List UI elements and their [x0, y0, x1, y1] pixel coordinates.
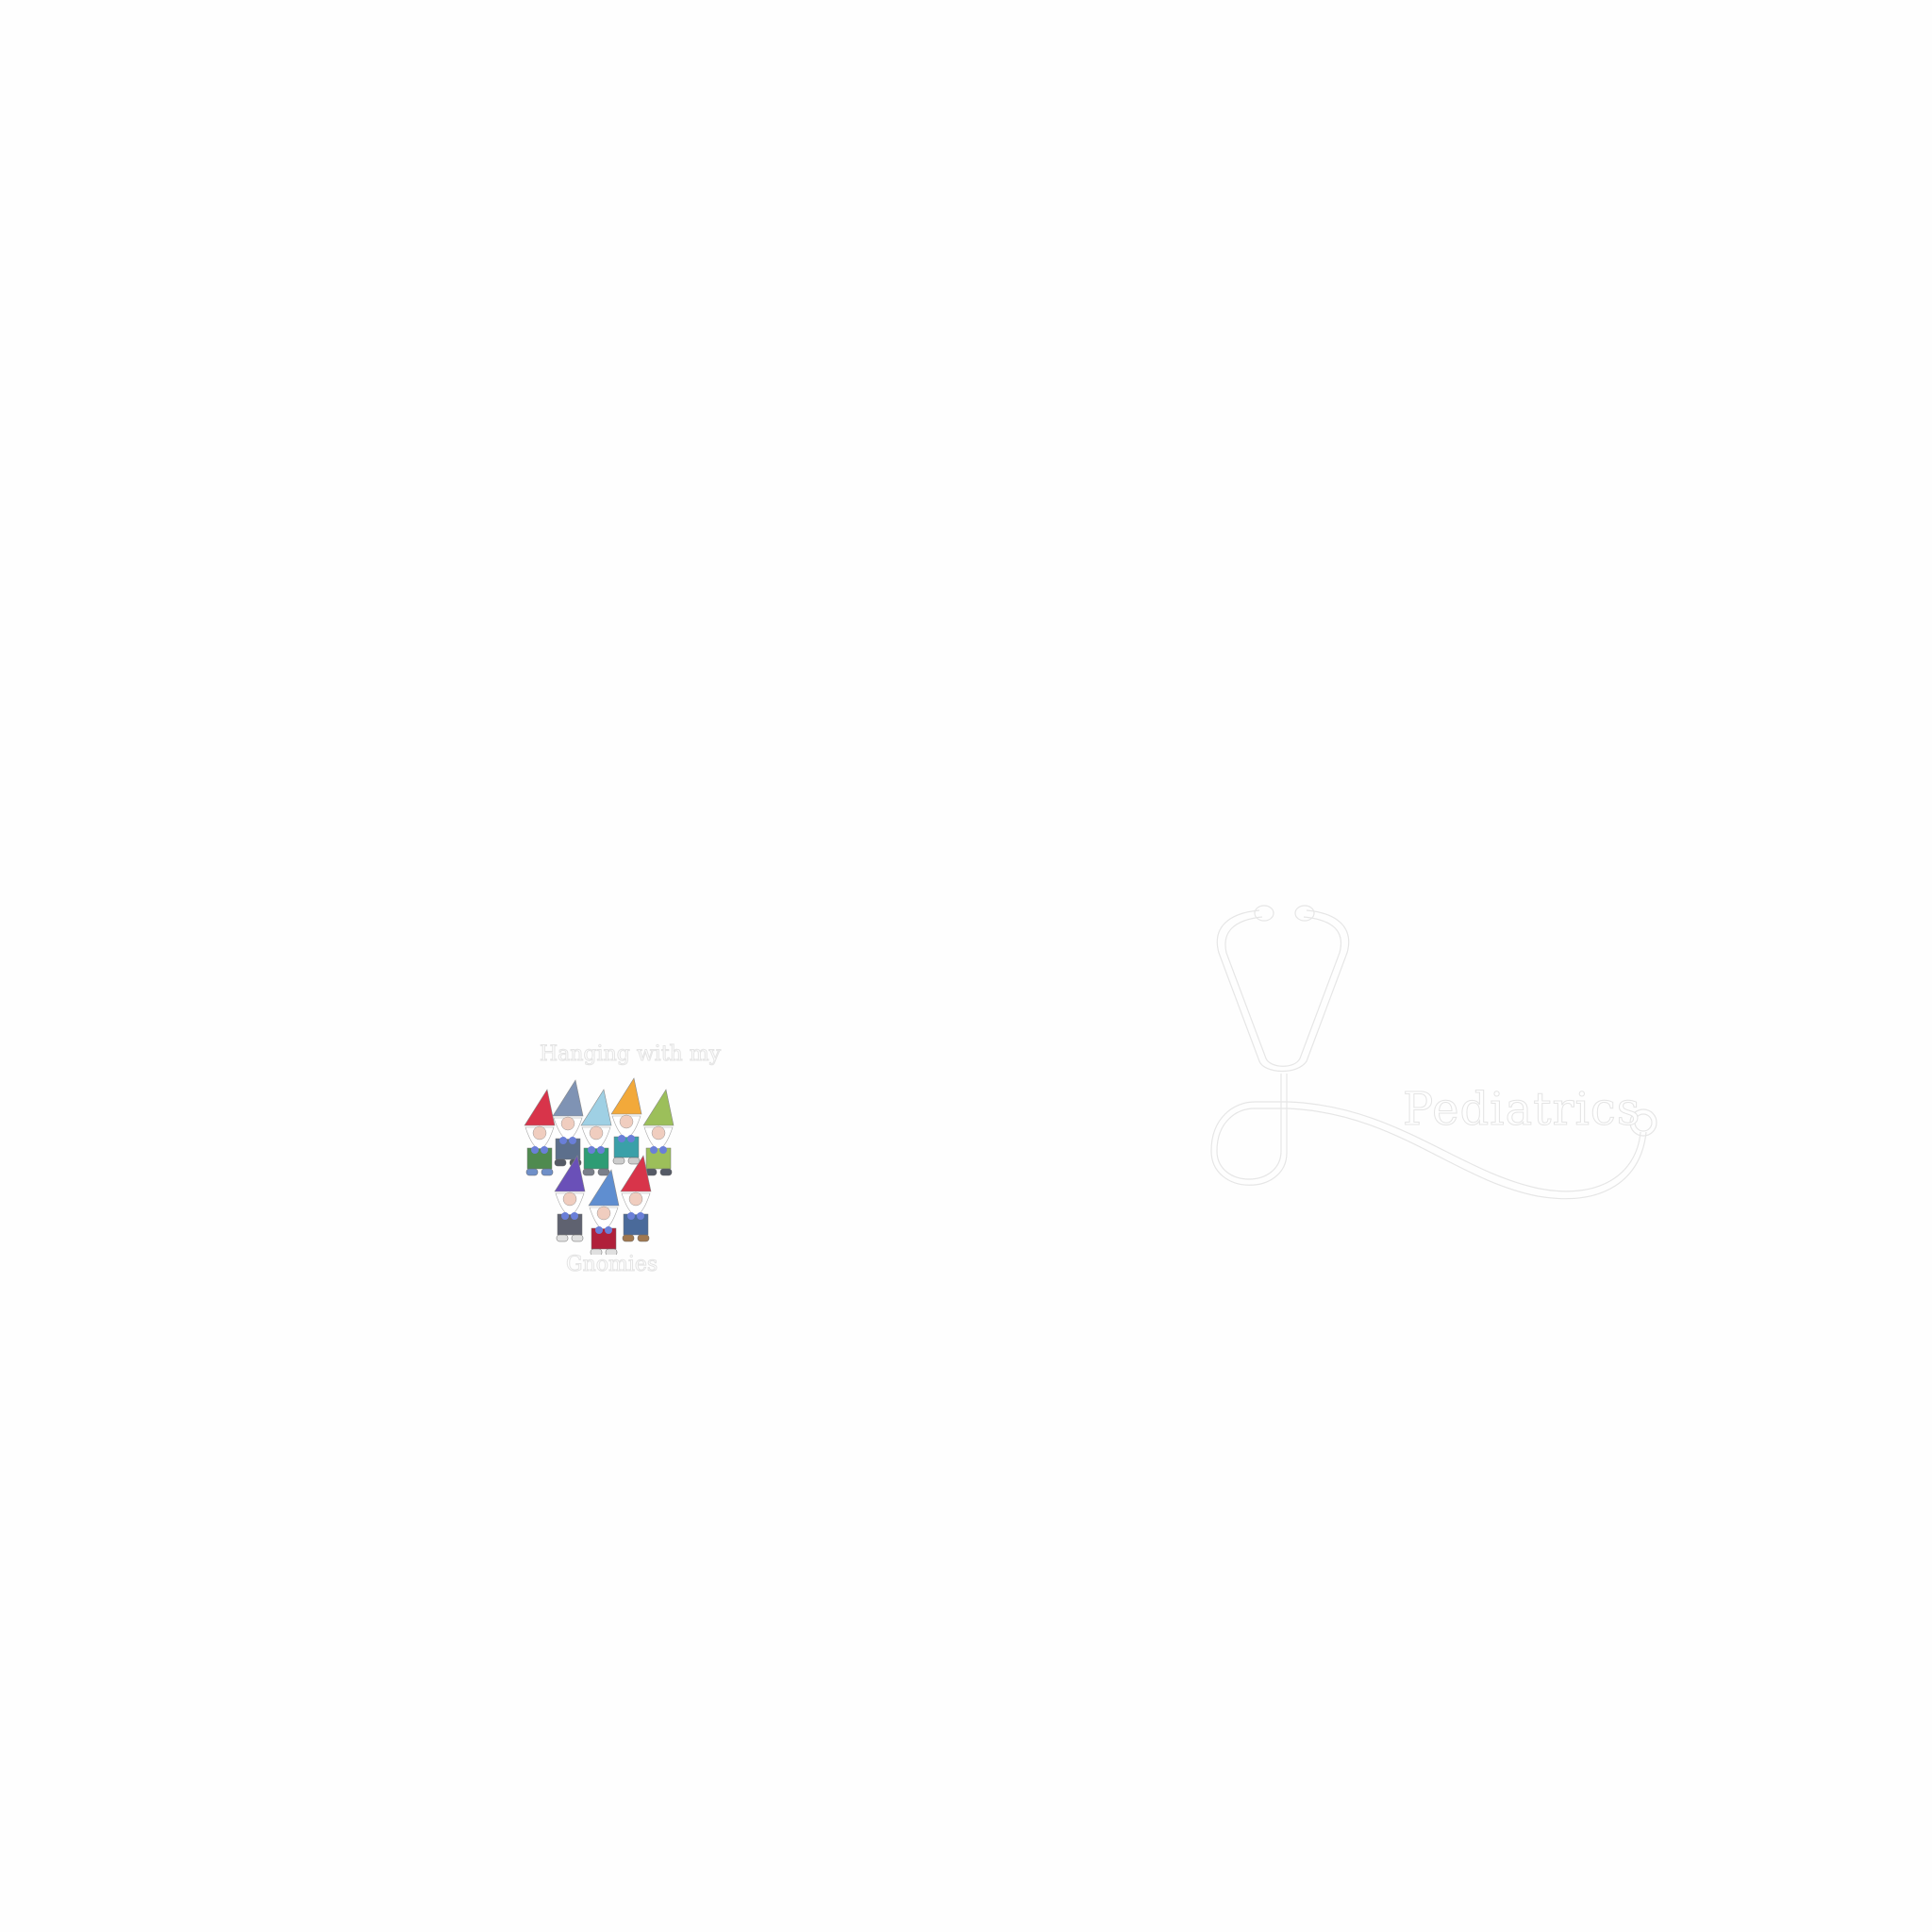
- gnome-figure: [554, 1155, 586, 1242]
- stethoscope-icon: [1210, 905, 1657, 1200]
- gnome-footer-text: Gnomies: [565, 1253, 658, 1277]
- gnome-figure: [524, 1089, 556, 1176]
- gnome-figure: [610, 1077, 642, 1165]
- gnomes-illustration: [524, 1077, 675, 1255]
- gnome-figure: [588, 1169, 620, 1255]
- gnome-figure: [580, 1089, 612, 1176]
- gnome-figure: [620, 1155, 652, 1242]
- pediatrics-label: Pediatrics: [1402, 1083, 1641, 1137]
- gnome-figure: [552, 1079, 584, 1167]
- gnome-figure: [642, 1089, 675, 1176]
- gnome-title-text: Hanging with my: [540, 1042, 722, 1067]
